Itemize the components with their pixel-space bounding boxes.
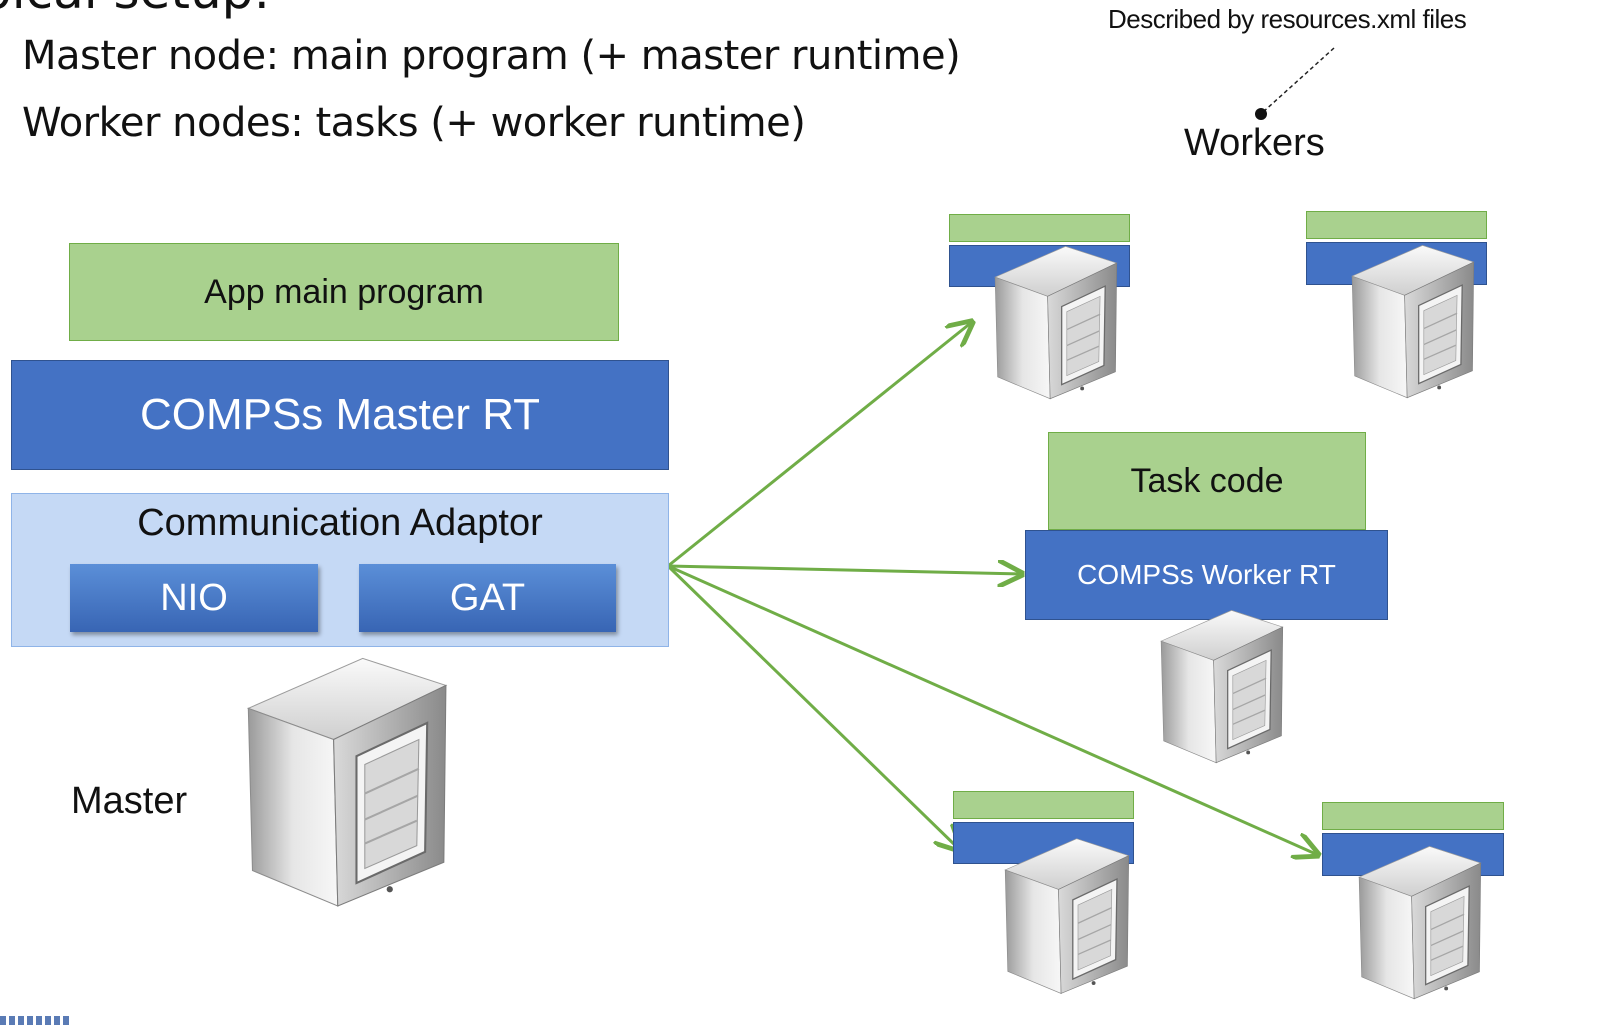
master-runtime-box: COMPSs Master RT <box>11 360 669 470</box>
worker-bottom-left-server <box>1000 832 1130 995</box>
bullet-worker-nodes: Worker nodes: tasks (+ worker runtime) <box>22 100 806 146</box>
worker-bottom-right-task-bar <box>1322 802 1504 830</box>
worker-runtime-label: COMPSs Worker RT <box>1077 559 1336 590</box>
communication-adaptor-box: Communication Adaptor NIO GAT <box>11 493 669 647</box>
pointer-dashed-line <box>1261 47 1335 114</box>
workers-label: Workers <box>1184 122 1325 164</box>
nio-adapter-box: NIO <box>70 564 318 632</box>
pointer-dot <box>1255 108 1267 120</box>
worker-top-left-server <box>990 240 1118 400</box>
arrow-to-worker-middle <box>667 566 1022 574</box>
logo-fragment <box>0 1016 72 1025</box>
worker-top-right-task-bar <box>1306 211 1487 239</box>
resources-note: Described by resources.xml files <box>1108 4 1467 34</box>
master-label: Master <box>71 780 188 822</box>
server-icon <box>1004 838 1130 994</box>
worker-top-right-server <box>1347 238 1475 400</box>
arrow-to-worker-bottom-left <box>666 564 960 850</box>
task-code-box: Task code <box>1048 432 1366 530</box>
master-server <box>240 648 448 908</box>
master-runtime-label: COMPSs Master RT <box>139 390 541 439</box>
communication-adaptor-label: Communication Adaptor <box>137 502 543 544</box>
worker-top-left-task-bar <box>949 214 1130 242</box>
worker-runtime-box: COMPSs Worker RT <box>1025 530 1388 620</box>
server-icon <box>1351 245 1475 399</box>
task-code-label: Task code <box>1130 461 1284 500</box>
bullet-master-node: Master node: main program (+ master runt… <box>22 33 961 79</box>
gat-adapter-box: GAT <box>359 564 616 632</box>
worker-bottom-right-server <box>1352 840 1484 1000</box>
server-icon <box>994 246 1118 400</box>
nio-adapter-label: NIO <box>160 576 228 619</box>
worker-middle-server <box>1155 604 1285 764</box>
arrow-to-worker-top <box>667 322 972 568</box>
slide-title: pical setup: <box>0 0 270 20</box>
worker-bottom-left-task-bar <box>953 791 1134 819</box>
server-icon <box>1358 846 1482 1000</box>
gat-adapter-label: GAT <box>449 576 526 619</box>
server-icon <box>1160 610 1284 764</box>
app-main-program-label: App main program <box>204 272 484 311</box>
app-main-program-box: App main program <box>69 243 619 341</box>
arrow-to-worker-bottom-right <box>667 564 1318 855</box>
server-icon <box>246 657 448 907</box>
